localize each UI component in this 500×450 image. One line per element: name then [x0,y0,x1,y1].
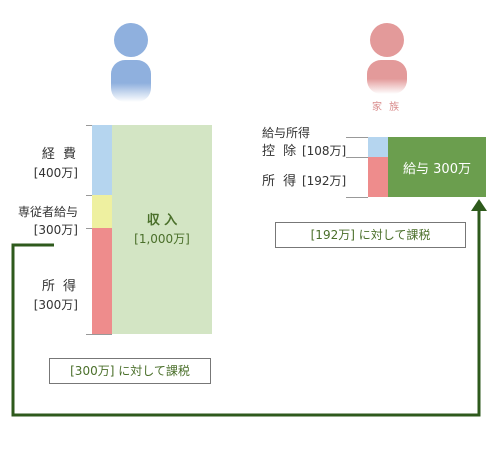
right-income-title: 所 得 [262,174,299,189]
income-bar [92,228,112,334]
right-tax-note-text: [192万] に対して課税 [310,228,431,242]
employee-salary-bar [92,195,112,228]
left-tax-note: [300万] に対して課税 [49,358,211,384]
deduction-amount: [108万] [301,144,347,158]
income-label: 所 得 [300万] [34,278,78,314]
deduction-title-1: 給与所得 [262,126,311,140]
deduction-title-2: 控 除 [262,144,299,159]
right-income-amount: [192万] [301,174,347,188]
income-amount: [300万] [33,298,78,312]
right-income-label: 所 得 [192万] [262,172,346,191]
right-tax-note: [192万] に対して課税 [275,222,466,248]
expense-bar [92,125,112,195]
right-income-bar [368,157,388,197]
expense-amount: [400万] [33,166,78,180]
revenue-title: 収 入 [146,213,178,228]
revenue-block: 収 入 [1,000万] [112,125,212,334]
salary-block: 給与 300万 [388,137,486,197]
deduction-label: 給与所得 控 除 [108万] [262,124,346,161]
left-tax-note-text: [300万] に対して課税 [70,364,190,378]
employee-salary-label: 専従者給与 [300万] [18,203,78,239]
employee-salary-title: 専従者給与 [17,205,78,219]
revenue-amount: [1,000万] [134,232,190,246]
expense-label: 経 費 [400万] [34,146,78,182]
flow-arrow-head [471,199,487,211]
income-title: 所 得 [41,279,78,294]
flow-arrow-line [11,210,481,417]
expense-title: 経 費 [41,147,78,162]
person-right-icon [363,22,411,94]
deduction-bar [368,137,388,157]
family-label: 家 族 [372,102,402,113]
person-left-icon [107,22,155,102]
salary-label: 給与 300万 [403,162,471,177]
employee-salary-amount: [300万] [33,223,78,237]
